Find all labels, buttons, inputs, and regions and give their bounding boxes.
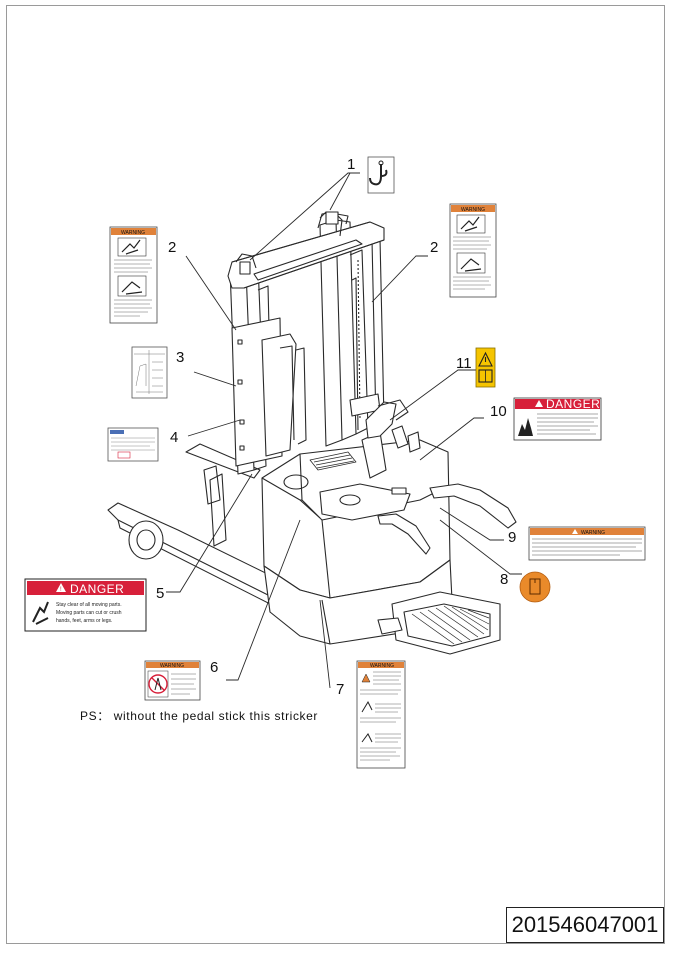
svg-text:!: ! (60, 587, 62, 593)
fire-hazard-icon (518, 418, 533, 436)
danger-left-title: DANGER (70, 582, 124, 596)
svg-text:WARNING: WARNING (160, 663, 184, 669)
warning-triangle-icon (56, 583, 66, 592)
callout-11: 11 (456, 355, 472, 372)
callout-2-left: 2 (168, 239, 176, 256)
label-2-warning-left: WARNING (109, 226, 158, 324)
danger-left-line-1: Stay clear of all moving parts. (56, 602, 122, 608)
svg-text:WARNING: WARNING (581, 530, 605, 536)
hand-crush-icon (32, 601, 49, 625)
label-9-warning: WARNING (528, 526, 646, 561)
danger-left-line-3: hands, feet, arms or legs. (56, 618, 112, 624)
footnote-pedal-stick: PS： without the pedal stick this stricke… (80, 709, 319, 723)
leader-lines (166, 172, 522, 689)
danger-right-title: DANGER (546, 397, 600, 411)
callout-6: 6 (210, 659, 218, 676)
label-8-marker (519, 571, 551, 603)
label-3-load-chart (131, 346, 168, 399)
label-5-danger: ! DANGER Stay clear of all moving parts.… (24, 578, 147, 632)
svg-text:WARNING: WARNING (121, 230, 145, 236)
callout-2-right: 2 (430, 239, 438, 256)
danger-left-line-2: Moving parts can cut or crush (56, 610, 122, 616)
drawing-frame (6, 5, 665, 944)
warning-triangle-icon (478, 351, 493, 367)
label-10-danger: DANGER (513, 397, 602, 441)
callout-9: 9 (508, 529, 516, 546)
stacker-machine (107, 211, 517, 655)
callout-numbers: 1 2 2 3 4 5 6 7 8 9 10 11 (156, 156, 516, 698)
hand-crush-icon (121, 239, 141, 255)
callout-7: 7 (336, 681, 344, 698)
label-1-lifting-point (367, 156, 395, 194)
hook-icon (369, 164, 388, 186)
label-2-warning-right: WARNING (449, 203, 497, 298)
part-number: 201546047001 (506, 907, 664, 943)
svg-text:WARNING: WARNING (461, 207, 485, 213)
callout-1: 1 (347, 156, 355, 173)
label-6-warning: WARNING (144, 660, 201, 701)
svg-text:WARNING: WARNING (370, 663, 394, 669)
label-11-read-manual (475, 347, 496, 388)
callout-3: 3 (176, 349, 184, 366)
label-4-nameplate (107, 427, 159, 462)
callout-5: 5 (156, 585, 164, 602)
label-7-warning: WARNING (356, 660, 406, 769)
callout-8: 8 (500, 571, 508, 588)
callout-4: 4 (170, 429, 178, 446)
callout-10: 10 (490, 403, 507, 420)
